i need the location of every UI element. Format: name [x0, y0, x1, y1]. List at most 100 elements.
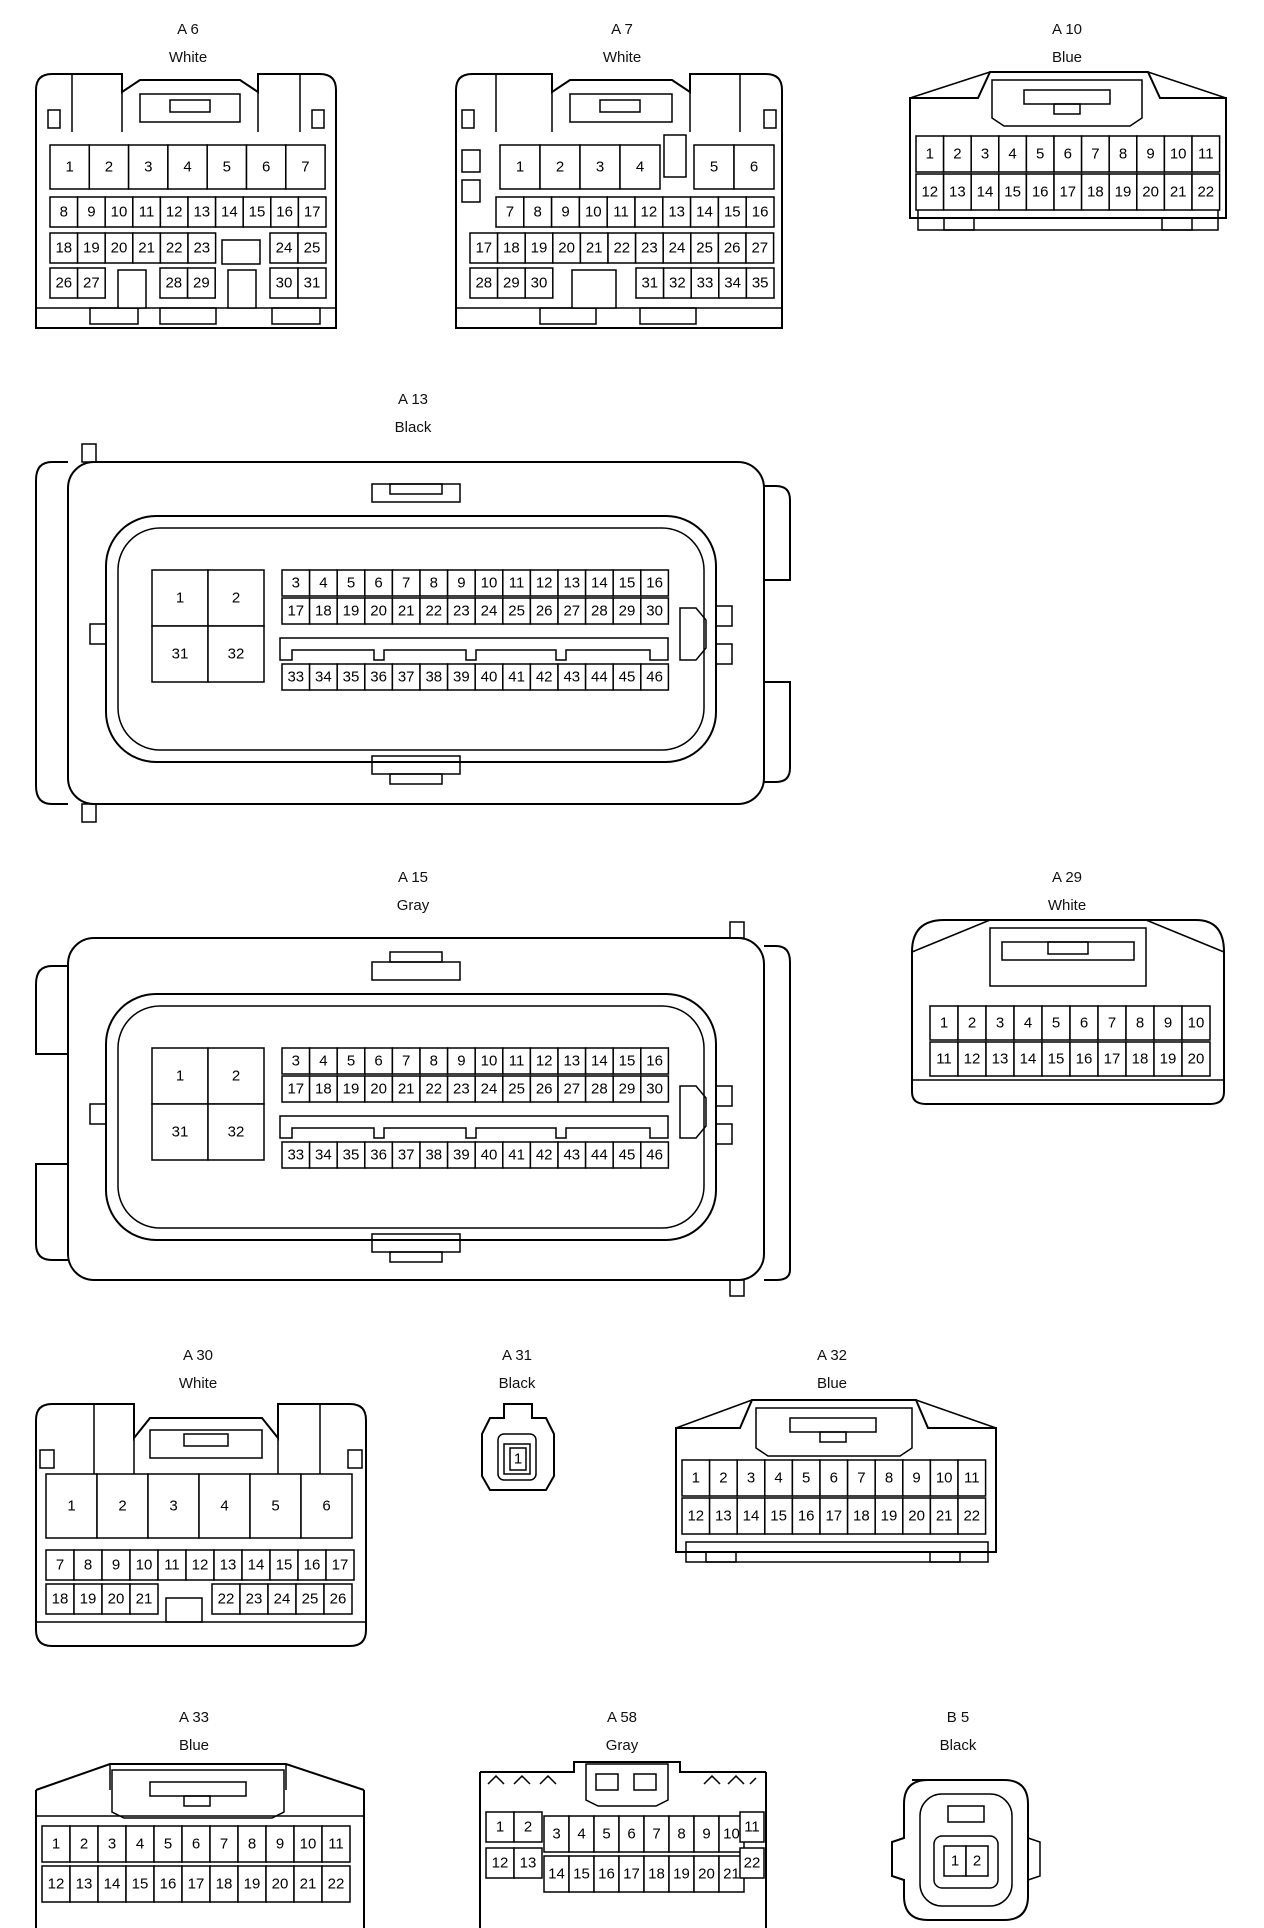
- a33-pin-16: 16: [160, 1876, 177, 1893]
- a6-pin-10: 10: [111, 204, 128, 221]
- a15-pin-7: 7: [402, 1053, 410, 1070]
- a13-pin-29: 29: [619, 603, 636, 620]
- a32-pin-20: 20: [908, 1508, 925, 1525]
- a58-pin-12: 12: [492, 1855, 509, 1872]
- a29-pin-15: 15: [1048, 1051, 1065, 1068]
- connector-b5-color: Black: [940, 1737, 977, 1754]
- a7-pin-29: 29: [503, 275, 520, 292]
- a13-pin-1: 1: [176, 590, 184, 607]
- a10-pin-cell: [1136, 173, 1166, 211]
- a13-pin-8: 8: [430, 575, 438, 592]
- a58-pin-cell: [643, 1855, 670, 1893]
- a32-pin-cell: [957, 1459, 987, 1497]
- a33-pin-cell: [209, 1825, 239, 1863]
- a13-pin-cell: [446, 569, 476, 597]
- a6-pin-cell: [221, 239, 261, 265]
- a30-pin-cell: [249, 1473, 302, 1539]
- connector-b5-id: B 5: [947, 1709, 970, 1726]
- a58-pin-9: 9: [702, 1826, 710, 1843]
- a13-pin-32: 32: [228, 646, 245, 663]
- a33-pin-cell: [153, 1825, 183, 1863]
- a32-pin-7: 7: [857, 1470, 865, 1487]
- a58-pin-cell: [739, 1811, 765, 1843]
- a7-pin-cell: [579, 232, 609, 264]
- a13-pin-cell: [391, 663, 421, 691]
- connector-a13-housing: [35, 443, 791, 823]
- a58-pin-14: 14: [548, 1866, 565, 1883]
- a10-pin-1: 1: [926, 146, 934, 163]
- a30-pin-23: 23: [246, 1591, 263, 1608]
- a6-pin-cell: [76, 232, 106, 264]
- a6-pin-7: 7: [301, 159, 309, 176]
- a33-pin-cell: [237, 1865, 267, 1903]
- a30-pin-9: 9: [112, 1557, 120, 1574]
- a15-pin-25: 25: [508, 1081, 525, 1098]
- a10-pin-10: 10: [1170, 146, 1187, 163]
- a30-pin-4: 4: [220, 1498, 228, 1515]
- a15-pin-cell: [612, 1141, 642, 1169]
- a29-pin-17: 17: [1104, 1051, 1121, 1068]
- a6-pin-cell: [159, 232, 189, 264]
- a13-pin-23: 23: [453, 603, 470, 620]
- a15-pin-cell: [308, 1047, 338, 1075]
- a7-pin-cell: [579, 144, 621, 190]
- a13-pin-10: 10: [481, 575, 498, 592]
- a10-pin-5: 5: [1036, 146, 1044, 163]
- a6-pin-cell: [245, 144, 287, 190]
- a7-pin-cell: [745, 196, 775, 228]
- connector-a15-color: Gray: [397, 897, 430, 914]
- a15-pin-2: 2: [232, 1068, 240, 1085]
- a15-pin-cell: [557, 1141, 587, 1169]
- a7-pin-22: 22: [613, 240, 630, 257]
- a6-pin-23: 23: [193, 240, 210, 257]
- a30-pin-18: 18: [52, 1591, 69, 1608]
- a13-pin-cell: [502, 663, 532, 691]
- a13-pin-42: 42: [536, 669, 553, 686]
- a30-pin-2: 2: [118, 1498, 126, 1515]
- a33-pin-cell: [41, 1825, 71, 1863]
- a15-pin-29: 29: [619, 1081, 636, 1098]
- a30-pin-20: 20: [108, 1591, 125, 1608]
- a6-pin-6: 6: [262, 159, 270, 176]
- connector-a32-color: Blue: [817, 1375, 847, 1392]
- a7-pin-32: 32: [669, 275, 686, 292]
- a29-pin-19: 19: [1160, 1051, 1177, 1068]
- a7-pin-cell: [550, 196, 581, 228]
- a6-pin-cell: [297, 196, 327, 228]
- a30-pin-11: 11: [164, 1557, 180, 1574]
- connector-a15-housing: [35, 921, 791, 1297]
- a10-pin-cell: [1053, 135, 1083, 173]
- a29-pin-cell: [1041, 1005, 1071, 1041]
- a13-pin-46: 46: [646, 669, 663, 686]
- a13-pin-12: 12: [536, 575, 553, 592]
- a29-pin-cell: [985, 1041, 1015, 1077]
- a7-pin-3: 3: [596, 159, 604, 176]
- a7-pin-cell: [662, 232, 692, 264]
- a6-pin-cell: [132, 232, 162, 264]
- a30-pin-cell: [96, 1473, 149, 1539]
- a7-pin-cell: [745, 232, 775, 264]
- a58-pin-15: 15: [573, 1866, 590, 1883]
- a58-pin-cell: [485, 1847, 515, 1879]
- connector-a31-housing: [481, 1403, 555, 1491]
- a6-pin-5: 5: [223, 159, 231, 176]
- a13-pin-39: 39: [453, 669, 470, 686]
- a58-pin-13: 13: [520, 1855, 537, 1872]
- a33-pin-cell: [97, 1865, 127, 1903]
- a15-pin-13: 13: [563, 1053, 580, 1070]
- a32-pin-cell: [874, 1497, 904, 1535]
- a13-pin-30: 30: [646, 603, 663, 620]
- a58-pin-3: 3: [552, 1826, 560, 1843]
- a30-pin-cell: [73, 1583, 103, 1615]
- a30-pin-cell: [101, 1583, 131, 1615]
- a13-pin-5: 5: [347, 575, 355, 592]
- a58-pin-10: 10: [723, 1826, 740, 1843]
- a7-pin-33: 33: [697, 275, 714, 292]
- a29-pin-cell: [1125, 1041, 1155, 1077]
- a13-pin-cell: [557, 597, 587, 625]
- a15-pin-12: 12: [536, 1053, 553, 1070]
- a15-pin-24: 24: [481, 1081, 498, 1098]
- connector-a32-id: A 32: [817, 1347, 847, 1364]
- a58-pin-cell: [593, 1855, 620, 1893]
- a15-pin-30: 30: [646, 1081, 663, 1098]
